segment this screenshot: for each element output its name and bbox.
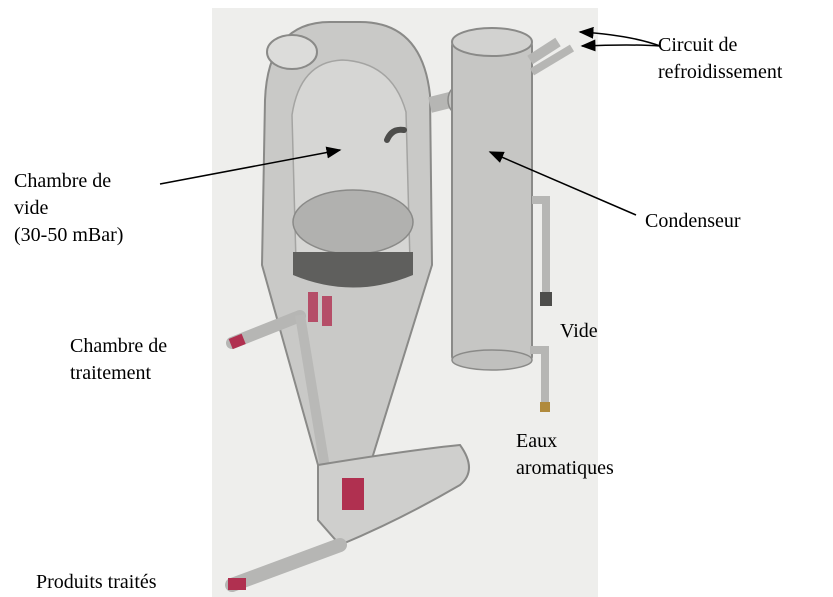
condenser-column <box>452 40 532 362</box>
vacuum-valve <box>540 292 552 306</box>
condenser-top <box>452 28 532 56</box>
aromatic-waters-label: Eaux aromatiques <box>516 428 614 482</box>
top-port <box>267 35 317 69</box>
cooling-arrow-lower <box>582 45 660 46</box>
outlet-marker <box>228 578 246 590</box>
aromatic-marker <box>540 402 550 412</box>
product-bed-top <box>293 190 413 254</box>
treatment-spray-a <box>308 292 318 322</box>
treated-products-label: Produits traités <box>36 569 157 596</box>
treatment-chamber-label: Chambre de traitement <box>70 333 167 387</box>
bottom-product <box>342 478 364 510</box>
cooling-circuit-label: Circuit de refroidissement <box>658 32 782 86</box>
condenser-bottom <box>452 350 532 370</box>
vacuum-label: Vide <box>560 318 598 345</box>
vacuum-chamber-label: Chambre de vide (30-50 mBar) <box>14 168 123 249</box>
condenser-label: Condenseur <box>645 208 741 235</box>
treatment-spray-b <box>322 296 332 326</box>
